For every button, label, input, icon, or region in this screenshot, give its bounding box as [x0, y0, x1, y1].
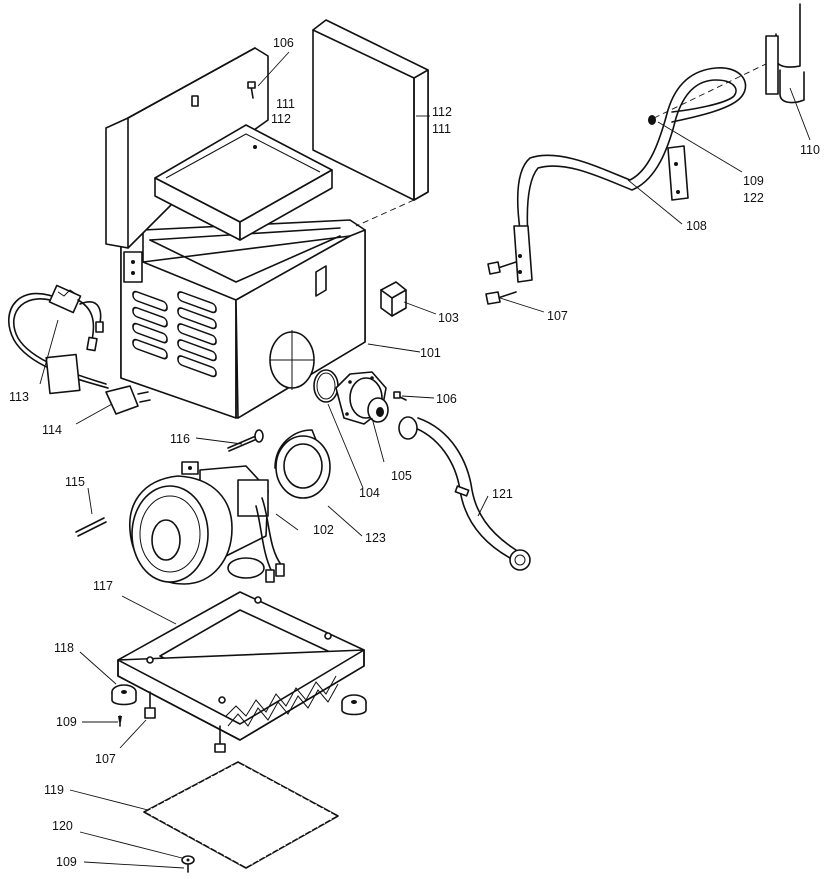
- mesh-strand: [204, 779, 306, 836]
- adapter-ring-123: [274, 429, 331, 499]
- callout-120: 120: [52, 819, 73, 833]
- base-plate-117: [117, 591, 365, 741]
- bolt-under-plate: [214, 725, 226, 753]
- screw-106-right: [393, 391, 407, 401]
- louver-slots: [132, 290, 217, 378]
- callout-102: 102: [313, 523, 334, 537]
- hose-flange-105: [335, 371, 389, 425]
- gasket-104: [313, 369, 339, 403]
- mesh-strand: [209, 796, 303, 849]
- callout-108: 108: [686, 219, 707, 233]
- callout-104: 104: [359, 486, 380, 500]
- mesh-strand: [224, 768, 326, 825]
- mesh-strand: [216, 799, 310, 853]
- bolt-107-upper-1: [487, 261, 517, 275]
- callout-109-top: 109: [743, 174, 764, 188]
- mesh-screen-119: [143, 761, 339, 869]
- callout-101: 101: [420, 346, 441, 360]
- mesh-strand: [217, 772, 319, 828]
- callout-112-left: 112: [271, 112, 291, 126]
- callout-105: 105: [391, 469, 412, 483]
- bolt-107-lower: [144, 691, 156, 719]
- mesh-strand: [223, 803, 317, 857]
- washer-109-upper: [648, 115, 656, 125]
- callout-103: 103: [438, 311, 459, 325]
- mesh-strand: [197, 782, 299, 839]
- callout-116: 116: [170, 432, 190, 446]
- bolt-107-upper-2: [485, 291, 517, 305]
- callout-109-bottom: 109: [56, 855, 77, 869]
- rubber-foot-right: [341, 694, 367, 716]
- switch-103: [380, 281, 407, 317]
- callout-106-right: 106: [436, 392, 457, 406]
- callout-106-top: 106: [273, 36, 294, 50]
- callout-111-right: 111: [432, 122, 451, 136]
- mesh-strand: [238, 811, 332, 865]
- mesh-strand: [210, 775, 313, 832]
- callout-111-left: 111: [276, 97, 295, 111]
- callout-107-upper: 107: [547, 309, 568, 323]
- pin-115: [75, 517, 107, 537]
- rubber-foot-118: [111, 684, 137, 706]
- callout-labels: 106 111 112 112 111 103 101 106 105 104 …: [9, 36, 820, 869]
- callout-114: 114: [42, 423, 62, 437]
- callout-121: 121: [492, 487, 513, 501]
- screw-106-top: [247, 81, 256, 99]
- right-panel-111-112: [312, 19, 429, 227]
- callout-123: 123: [365, 531, 386, 545]
- hose-121: [398, 416, 531, 571]
- hook-110: [765, 3, 805, 104]
- callout-119: 119: [44, 783, 64, 797]
- blower-motor-102: [129, 461, 285, 585]
- callout-122: 122: [743, 191, 764, 205]
- callout-107-lower: 107: [95, 752, 116, 766]
- mesh-strand: [231, 807, 325, 861]
- bolt-116: [227, 429, 264, 452]
- mesh-strand: [230, 764, 332, 821]
- filter-tray: [154, 124, 333, 241]
- leader-lines: [39, 51, 811, 869]
- housing-cabinet: [120, 219, 366, 419]
- callout-109-mid: 109: [56, 715, 77, 729]
- callout-113: 113: [9, 390, 29, 404]
- callout-115: 115: [65, 475, 85, 489]
- callout-117: 117: [93, 579, 113, 593]
- washer-120: [181, 855, 195, 865]
- handle-108: [513, 61, 771, 283]
- callout-112-right: 112: [432, 105, 452, 119]
- power-cord: [8, 284, 151, 415]
- mesh-strand: [194, 788, 289, 841]
- washer-109-lower: [118, 715, 122, 727]
- mesh-strand: [201, 792, 296, 845]
- callout-110: 110: [800, 143, 820, 157]
- left-panel-111-112: [105, 47, 269, 249]
- callout-118: 118: [54, 641, 74, 655]
